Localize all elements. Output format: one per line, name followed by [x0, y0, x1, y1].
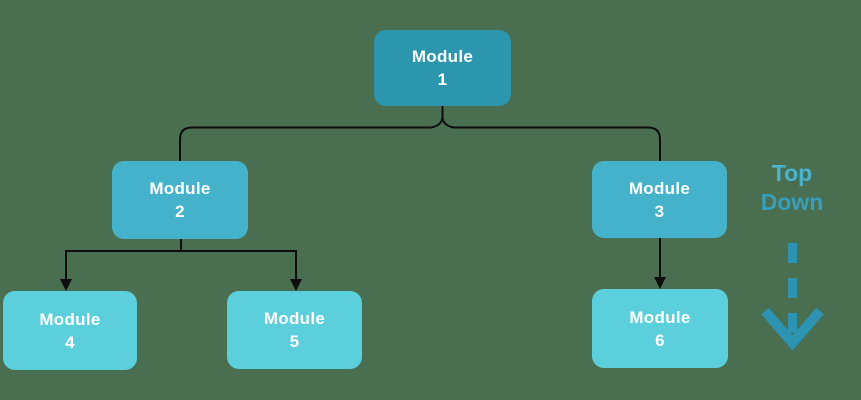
node-module-5: Module 5 [227, 291, 362, 369]
node-module-3: Module 3 [592, 161, 727, 238]
node-title: Module [39, 309, 101, 329]
node-number: 2 [175, 202, 185, 221]
node-module-6: Module 6 [592, 289, 728, 368]
edge-module2-module5 [181, 250, 297, 280]
node-number: 5 [289, 332, 300, 351]
node-module-1: Module 1 [374, 30, 511, 106]
flow-direction-label: Top Down [746, 159, 838, 217]
node-title: Module [263, 309, 326, 328]
node-module-4: Module 4 [3, 291, 137, 370]
arrowhead-module5 [290, 279, 302, 291]
top-down-flow-arrow-icon [761, 243, 824, 351]
arrowhead-module4 [60, 279, 72, 291]
node-number: 6 [655, 330, 665, 350]
arrowhead-module6 [654, 277, 666, 289]
node-title: Module [628, 178, 691, 198]
node-number: 3 [654, 201, 665, 221]
edge-module2-module4 [65, 239, 182, 280]
edge-module1-module3 [441, 116, 661, 161]
node-number: 1 [437, 70, 448, 89]
flow-direction-label-line1: Top [771, 160, 813, 186]
node-title: Module [411, 47, 474, 66]
node-title: Module [629, 307, 691, 327]
edge-module1-module2 [179, 106, 444, 161]
flow-direction-label-line2: Down [760, 189, 824, 215]
node-title: Module [149, 179, 211, 198]
node-module-2: Module 2 [112, 161, 248, 239]
node-number: 4 [65, 332, 75, 352]
